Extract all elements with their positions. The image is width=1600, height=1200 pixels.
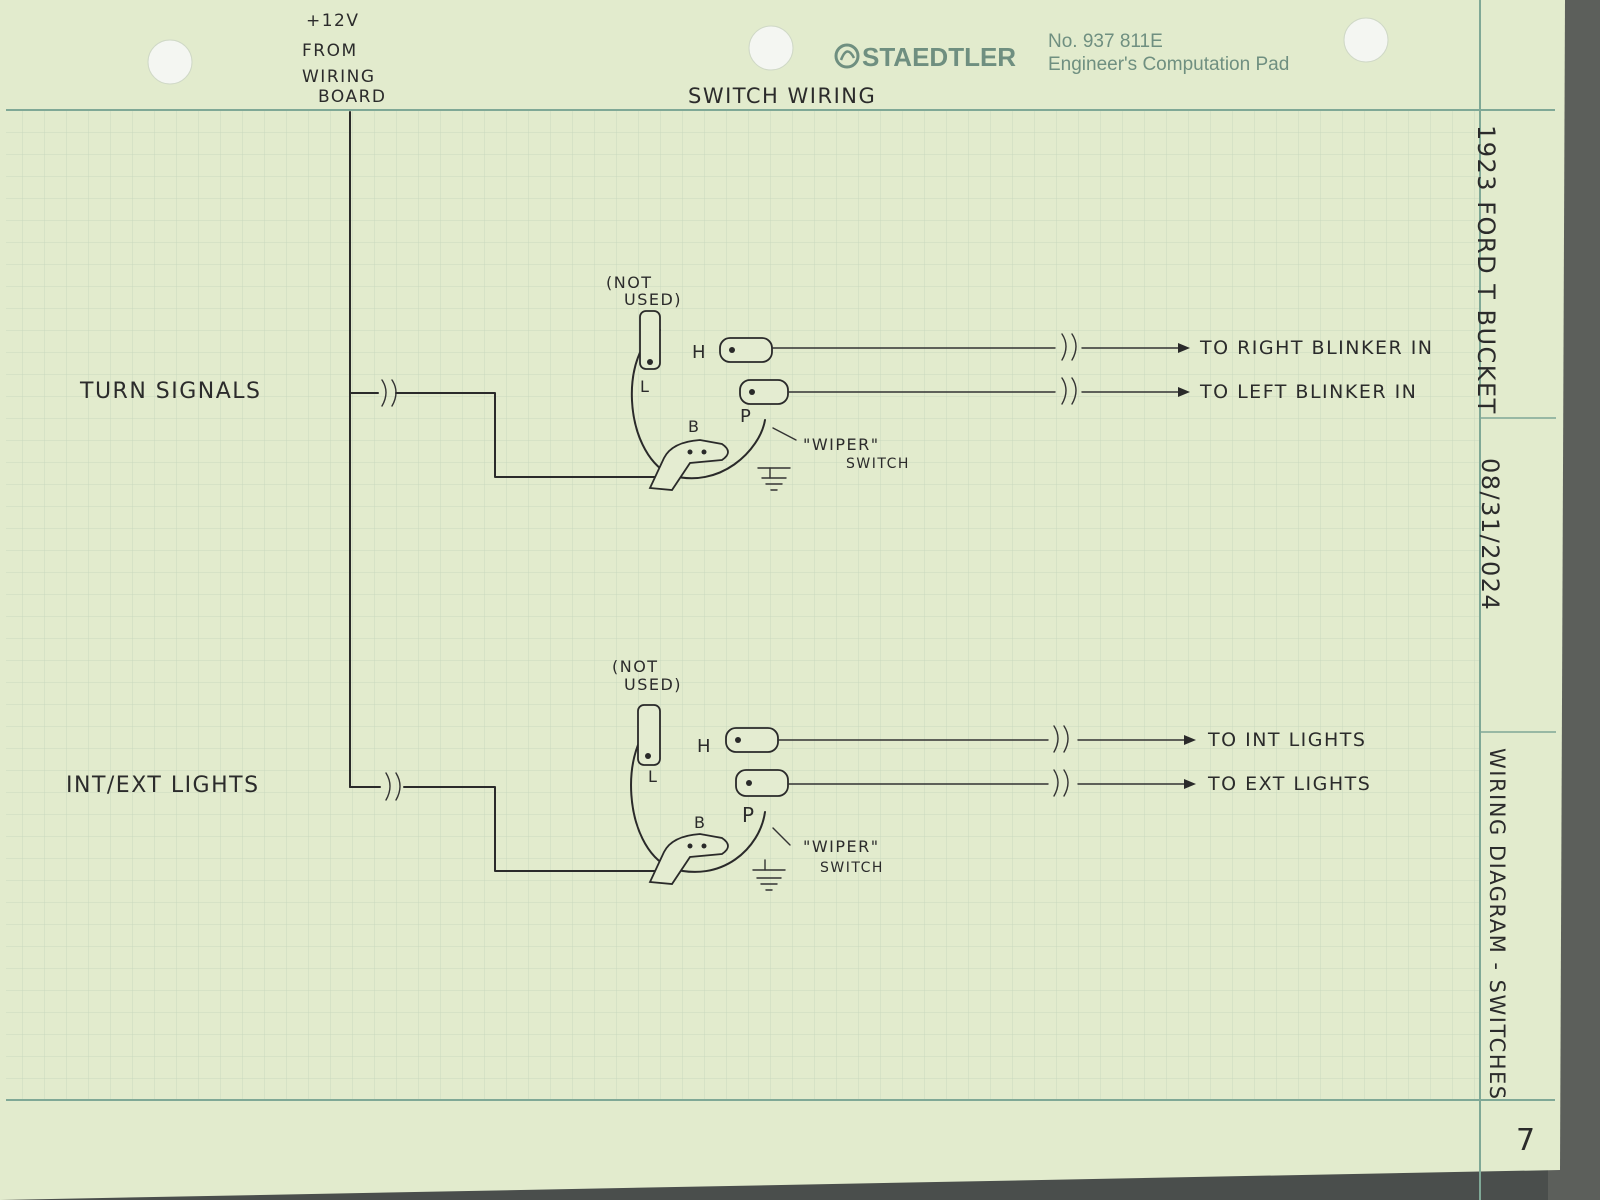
not-used-note-line1: (NOT [612, 657, 659, 676]
source-label-line1: +12V [306, 11, 360, 31]
staedtler-logo-icon [834, 43, 860, 69]
output-h-label: TO RIGHT BLINKER IN [1199, 337, 1434, 359]
terminal-p-screw-icon [749, 389, 755, 395]
terminal-b-label: B [688, 417, 700, 436]
not-used-note-line2: USED) [624, 675, 682, 694]
terminal-h-screw-icon [729, 347, 735, 353]
pad-product-name: Engineer's Computation Pad [1048, 54, 1289, 75]
switch-name: "WIPER" [803, 837, 880, 856]
terminal-p-label: P [740, 406, 752, 427]
drawing-title: WIRING DIAGRAM - SWITCHES [1485, 748, 1509, 1101]
terminal-l-label: L [648, 767, 658, 786]
terminal-h [725, 727, 779, 753]
switch-word: SWITCH [820, 860, 884, 876]
terminal-b [648, 833, 729, 885]
not-used-note-line2: USED) [624, 290, 682, 309]
arrow-right-icon [1184, 735, 1196, 745]
source-label-line3: WIRING [302, 67, 376, 87]
source-label-line2: FROM [302, 41, 358, 61]
wire-break-icon [1061, 333, 1077, 361]
switch-leader-line [772, 427, 797, 441]
terminal-b-label: B [694, 813, 706, 832]
page-number: 7 [1516, 1123, 1537, 1158]
terminal-l-screw-icon [645, 753, 651, 759]
grid-area [6, 110, 1480, 1100]
terminal-h-label: H [692, 342, 707, 363]
terminal-l-label: L [640, 377, 650, 396]
terminal-p [735, 769, 789, 797]
output-p-label: TO EXT LIGHTS [1207, 773, 1371, 795]
project-name: 1923 FORD T BUCKET [1472, 125, 1500, 415]
terminal-p-label: P [742, 803, 756, 827]
switch-name: "WIPER" [803, 435, 880, 454]
feed-wire-to-b [403, 786, 656, 872]
terminal-h-label: H [697, 736, 712, 757]
terminal-l [637, 704, 661, 766]
pad-brand: STAEDTLER [862, 42, 1016, 72]
binder-hole-left [147, 39, 193, 85]
wire-break-icon [1053, 769, 1069, 797]
terminal-h [719, 337, 773, 363]
not-used-note-line1: (NOT [606, 273, 653, 292]
terminal-h-screw-icon [735, 737, 741, 743]
circuit-label: TURN SIGNALS [79, 379, 262, 404]
wire-break-icon [385, 772, 401, 801]
ground-symbol-icon [757, 467, 791, 491]
terminal-p-screw-icon [746, 780, 752, 786]
feed-wire-to-b [395, 392, 656, 478]
switch-word: SWITCH [846, 456, 910, 472]
circuit-turn-signals: TURN SIGNALS (NOT USED) H L [79, 273, 1434, 491]
terminal-l [639, 310, 661, 370]
output-h-label: TO INT LIGHTS [1207, 729, 1366, 751]
terminal-l-screw-icon [647, 359, 653, 365]
wire-break-icon [1061, 377, 1077, 405]
terminal-b-screw-icon [687, 449, 693, 455]
arrow-right-icon [1178, 343, 1190, 353]
pad-product-number: No. 937 811E [1048, 31, 1163, 52]
switch-leader-line [772, 827, 791, 846]
ground-symbol-icon [752, 859, 786, 891]
drawing-date: 08/31/2024 [1476, 458, 1504, 611]
arrow-right-icon [1178, 387, 1190, 397]
circuit-int-ext-lights: INT/EXT LIGHTS (NOT USED) H [66, 657, 1371, 891]
terminal-b [648, 439, 729, 491]
output-p-label: TO LEFT BLINKER IN [1199, 381, 1417, 403]
terminal-b-screw-icon [701, 449, 707, 455]
terminal-p [739, 379, 789, 405]
circuit-label: INT/EXT LIGHTS [66, 773, 260, 798]
terminal-b-screw-icon [687, 843, 693, 849]
binder-hole-middle [748, 25, 794, 71]
arrow-right-icon [1184, 779, 1196, 789]
sheet-heading: SWITCH WIRING [688, 84, 876, 108]
wire-break-icon [1053, 725, 1069, 753]
terminal-b-screw-icon [701, 843, 707, 849]
binder-hole-right [1343, 17, 1389, 63]
source-label-line4: BOARD [318, 87, 386, 107]
